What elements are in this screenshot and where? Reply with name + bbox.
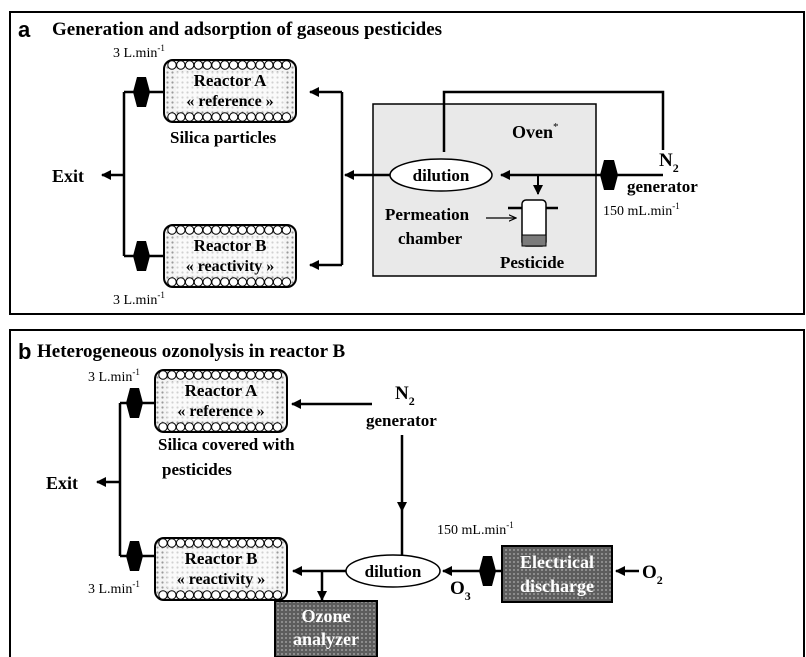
panel-b: b Heterogeneous ozonolysis in reactor B …: [9, 329, 805, 657]
reactor-a-b-beads: [158, 370, 283, 432]
n2-flow-label: 150 mL.min-1: [603, 201, 680, 219]
reactor-b-b-flow-meter: [126, 541, 143, 571]
reactor-a-flow-meter: [133, 77, 150, 107]
n2-label: N2: [659, 150, 679, 175]
reactor-b: [163, 224, 297, 288]
reactor-b-label-1: Reactor B: [194, 236, 267, 255]
silica-particles-label: Silica particles: [170, 128, 277, 147]
n2-supply-line: [442, 90, 665, 152]
reactor-a-beads: [167, 60, 292, 122]
n2-b-generator-label: generator: [366, 411, 437, 430]
panel-b-title: Heterogeneous ozonolysis in reactor B: [37, 341, 346, 362]
reactor-b-beads: [167, 225, 292, 287]
permeation-label-2: chamber: [398, 229, 463, 248]
reactor-a-b-flow-meter: [126, 388, 143, 418]
reactor-a-b-label-1: Reactor A: [185, 381, 259, 400]
panel-a-letter: a: [18, 17, 31, 42]
flow-top-b-label: 3 L.min-1: [88, 367, 140, 385]
dilution-b-label: dilution: [365, 562, 422, 581]
o3-label: O3: [450, 578, 471, 603]
exit-b-label: Exit: [46, 473, 78, 493]
ozone-analyzer-label-2: analyzer: [293, 629, 359, 649]
panel-a: a Generation and adsorption of gaseous p…: [9, 11, 805, 315]
reactor-b-flow-meter: [133, 241, 150, 271]
reactor-b-b: [154, 537, 288, 601]
ozone-analyzer-box: [274, 600, 378, 657]
reactor-a-b-label-2: « reference »: [177, 403, 264, 420]
electrical-discharge-box: [501, 545, 613, 603]
reactor-b-b-label-2: « reactivity »: [177, 571, 266, 588]
discharge-label-2: discharge: [520, 576, 594, 596]
reactor-a: [163, 59, 297, 123]
discharge-label-1: Electrical: [520, 552, 594, 572]
reactor-b-b-beads: [158, 538, 283, 600]
n2-b-label: N2: [395, 383, 415, 408]
permeation-label-1: Permeation: [385, 205, 470, 224]
n2-generator-label: generator: [627, 177, 698, 196]
o3-flow-label: 150 mL.min-1: [437, 520, 514, 538]
n2-flow-meter: [600, 160, 618, 190]
flow-bottom-label: 3 L.min-1: [113, 290, 165, 308]
silica-covered-label-1: Silica covered with: [158, 435, 295, 454]
reactor-a-b: [154, 369, 288, 433]
flow-bottom-b-label: 3 L.min-1: [88, 579, 140, 597]
o2-label: O2: [642, 562, 663, 587]
o3-flow-meter: [479, 556, 496, 586]
oven-label: Oven*: [512, 121, 559, 142]
reactor-a-label-2: « reference »: [186, 93, 273, 110]
silica-covered-label-2: pesticides: [162, 460, 232, 479]
panel-a-frame: [9, 11, 805, 315]
flow-top-label: 3 L.min-1: [113, 43, 165, 61]
permeation-vial: [508, 199, 558, 247]
reactor-b-label-2: « reactivity »: [186, 258, 275, 275]
panel-b-letter: b: [18, 339, 31, 364]
oven-box: [372, 103, 597, 277]
exit-label: Exit: [52, 166, 84, 186]
panel-a-title: Generation and adsorption of gaseous pes…: [52, 19, 442, 40]
reactor-b-b-label-1: Reactor B: [185, 549, 258, 568]
reactor-a-label-1: Reactor A: [194, 71, 268, 90]
pesticide-label: Pesticide: [500, 253, 565, 272]
ozone-analyzer-label-1: Ozone: [302, 606, 351, 626]
panel-b-frame: [9, 329, 805, 657]
dilution-label: dilution: [413, 166, 470, 185]
